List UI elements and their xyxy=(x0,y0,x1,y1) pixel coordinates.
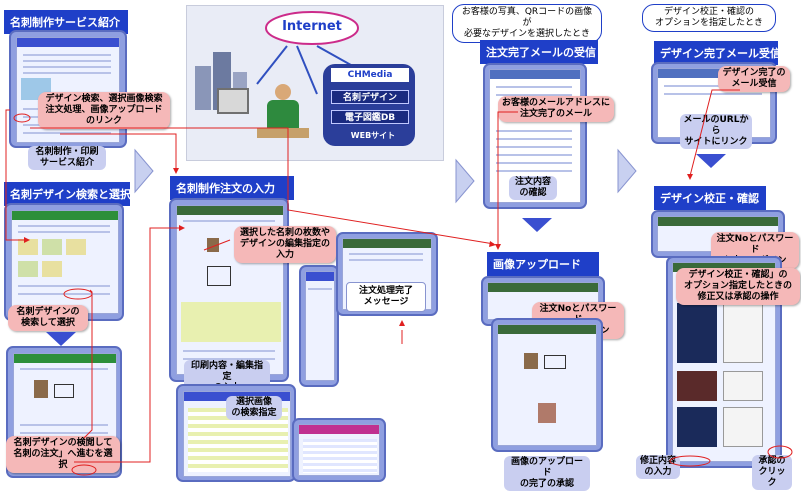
label-order-complete-message: 注文処理完了 メッセージ xyxy=(346,282,426,312)
computer-icon xyxy=(217,88,249,114)
right-arrow-icon xyxy=(455,158,475,204)
user-icon xyxy=(257,84,309,142)
right-arrow-icon xyxy=(134,148,154,194)
down-arrow-icon xyxy=(696,154,726,168)
title-order-mail: 注文完了メールの受信 xyxy=(480,40,598,64)
callout-select-count: 選択した名刺の枚数や デザインの編集指定の入力 xyxy=(234,226,336,263)
cloud-label: Internet xyxy=(282,19,342,34)
db-label-zukan: 電子図鑑DB xyxy=(331,110,409,124)
title-image-upload: 画像アップロード xyxy=(487,252,599,276)
label-intro: 名刺制作・印刷 サービス紹介 xyxy=(28,146,106,170)
title-design-search: 名刺デザイン検索と選択 xyxy=(4,182,131,206)
callout-design-mail: デザイン完了の メール受信 xyxy=(718,66,790,92)
screenshot-order-form-2 xyxy=(305,271,335,381)
cloud-icon xyxy=(265,11,359,45)
label-upload-complete: 画像のアップロード の完了の承認 xyxy=(504,456,590,491)
frame-service-intro xyxy=(9,30,127,148)
callout-order-mail: お客様のメールアドレスに 注文完了のメール xyxy=(498,96,614,122)
label-site-link: メールのURLから サイトにリンク xyxy=(680,114,752,149)
callout-design-view: 名刺デザインの検閲して 名刺の注文」へ進むを選択 xyxy=(6,436,120,473)
label-image-search: 選択画像 の検索指定 xyxy=(226,396,282,420)
callout-check-option: デザイン校正・確認」の オプション指定したときの 修正又は承認の操作 xyxy=(676,268,800,305)
frame-image-results xyxy=(292,418,386,482)
screenshot-upload-confirm xyxy=(497,324,597,446)
title-design-check: デザイン校正・確認 xyxy=(654,186,766,210)
frame-order-form-2 xyxy=(299,265,339,387)
right-arrow-icon xyxy=(617,148,637,194)
callout-search-select: 名刺デザインの 検索して選択 xyxy=(8,305,88,331)
note-design-option: デザイン校正・確認の オプションを指定したとき xyxy=(642,4,776,32)
label-order-confirm: 注文内容 の確認 xyxy=(509,176,557,200)
chmedia-logo: CHMedia xyxy=(331,68,409,82)
db-label-design: 名刺デザイン xyxy=(331,90,409,104)
label-approve-click: 承認の クリック xyxy=(752,455,792,490)
screenshot-order-input xyxy=(176,205,284,375)
internet-illustration: Internet CHMedia 名刺デザイン 電子図鑑DB WEBサイト xyxy=(186,5,444,161)
title-order-input: 名刺制作注文の入力 xyxy=(170,176,294,200)
website-label: WEBサイト xyxy=(350,131,396,140)
frame-design-search xyxy=(4,203,124,321)
callout-links: デザイン検索、選択画像検索 注文処理、画像アップロード のリンク xyxy=(38,92,170,129)
frame-upload-confirm xyxy=(491,318,603,452)
down-arrow-icon xyxy=(46,332,76,346)
title-design-mail: デザイン完了メール受信 xyxy=(654,41,781,65)
screenshot-image-results xyxy=(298,424,380,476)
down-arrow-icon xyxy=(522,218,552,232)
screenshot-design-search xyxy=(11,210,119,314)
